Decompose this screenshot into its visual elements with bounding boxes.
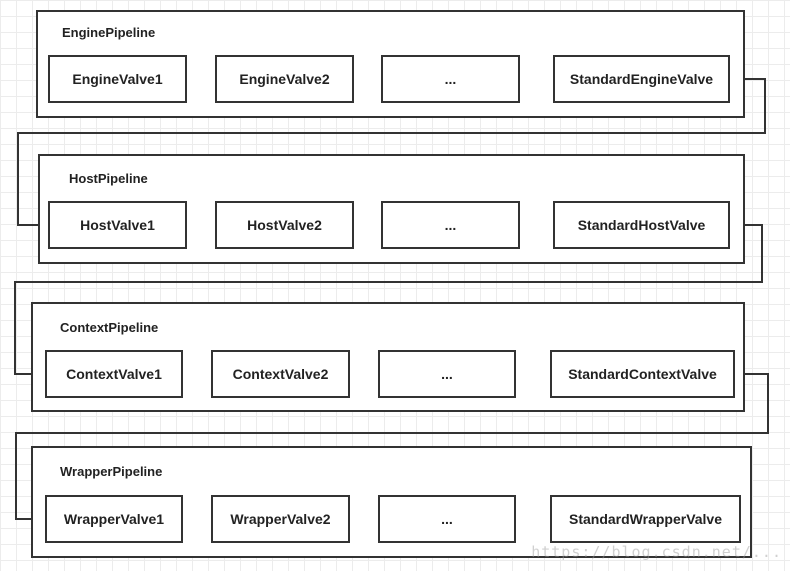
host-pipeline-title: HostPipeline	[69, 171, 148, 186]
connector-context-to-wrapper	[15, 373, 769, 524]
context-valve-2: ContextValve2	[211, 350, 350, 398]
wrapper-valve-2: WrapperValve2	[211, 495, 350, 543]
wrapper-valve-ellipsis: ...	[378, 495, 516, 543]
host-valve-2: HostValve2	[215, 201, 354, 249]
context-valve-ellipsis: ...	[378, 350, 516, 398]
engine-valve-2: EngineValve2	[215, 55, 354, 103]
standard-host-valve: StandardHostValve	[553, 201, 730, 249]
engine-valve-ellipsis: ...	[381, 55, 520, 103]
context-valve-1: ContextValve1	[45, 350, 183, 398]
connector-host-to-context	[14, 224, 763, 379]
wrapper-valve-1: WrapperValve1	[45, 495, 183, 543]
context-pipeline-title: ContextPipeline	[60, 320, 159, 335]
standard-context-valve: StandardContextValve	[550, 350, 735, 398]
standard-engine-valve: StandardEngineValve	[553, 55, 730, 103]
connector-engine-to-host	[17, 78, 766, 230]
host-valve-1: HostValve1	[48, 201, 187, 249]
standard-wrapper-valve: StandardWrapperValve	[550, 495, 741, 543]
host-valve-ellipsis: ...	[381, 201, 520, 249]
watermark-text: https://blog.csdn.net/...	[531, 543, 782, 561]
engine-pipeline-title: EnginePipeline	[62, 25, 156, 40]
engine-valve-1: EngineValve1	[48, 55, 187, 103]
wrapper-pipeline-title: WrapperPipeline	[60, 464, 163, 479]
